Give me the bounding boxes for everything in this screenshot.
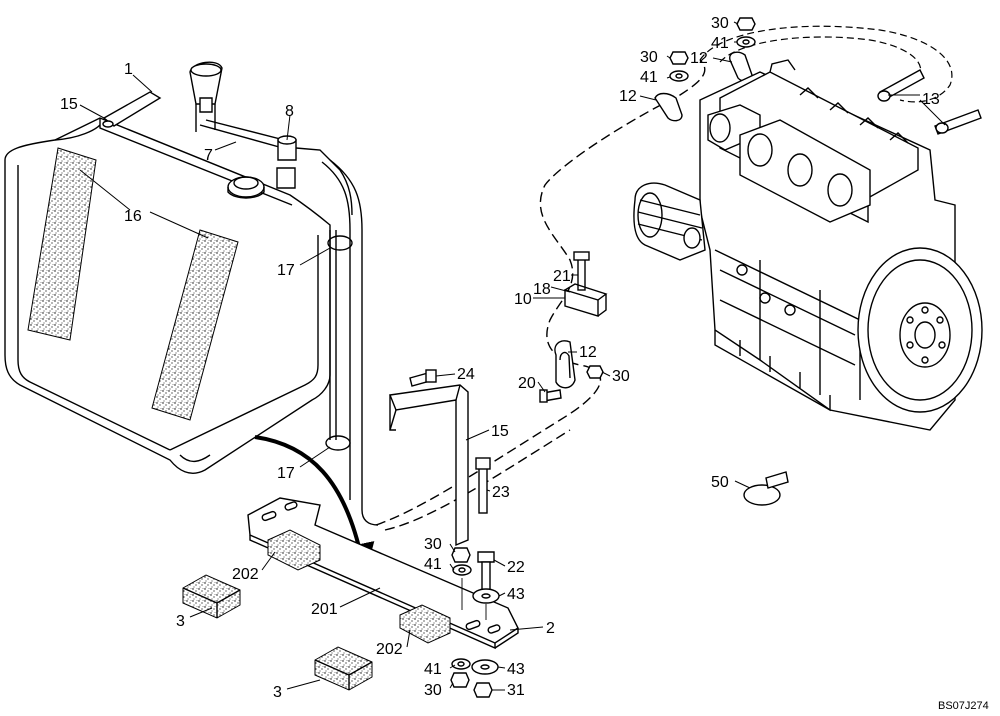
callout-31: 31 bbox=[507, 682, 525, 699]
callout-17-upper: 17 bbox=[277, 262, 295, 279]
callout-24: 24 bbox=[457, 366, 475, 383]
rubber-pad-3-lower-edge bbox=[314, 659, 373, 690]
rubber-pad-3-upper-edge bbox=[182, 587, 241, 618]
callout-43-b: 43 bbox=[507, 661, 525, 678]
callout-20: 20 bbox=[518, 375, 536, 392]
callout-202-a: 202 bbox=[232, 566, 259, 583]
callout-1: 1 bbox=[124, 61, 133, 78]
callout-21: 21 bbox=[553, 268, 571, 285]
callout-22: 22 bbox=[507, 559, 525, 576]
bolt-23-head bbox=[475, 457, 491, 470]
callout-15-strap: 15 bbox=[60, 96, 78, 113]
leak-off-route bbox=[699, 25, 953, 103]
base-plate bbox=[247, 497, 519, 650]
fuel-route-dashed bbox=[375, 59, 706, 526]
callout-3-a: 3 bbox=[176, 613, 185, 630]
callout-15-bracket: 15 bbox=[491, 423, 509, 440]
callout-30-c: 30 bbox=[612, 368, 630, 385]
callout-labels: 1 15 7 8 16 17 17 24 15 23 30 41 22 43 2… bbox=[60, 15, 989, 712]
callout-30-b: 30 bbox=[424, 682, 442, 699]
callout-23: 23 bbox=[492, 484, 510, 501]
pad-202-upper bbox=[267, 529, 321, 571]
engine bbox=[633, 59, 983, 431]
callout-3-b: 3 bbox=[273, 684, 282, 701]
pad-202-lower bbox=[399, 604, 451, 644]
callout-18: 18 bbox=[533, 281, 551, 298]
callout-41-c: 41 bbox=[711, 35, 729, 52]
foam-pad-left bbox=[27, 147, 97, 341]
tank-bracket bbox=[389, 384, 469, 547]
foam-pad-right bbox=[151, 229, 239, 421]
fuel-line-c bbox=[329, 230, 337, 440]
hose-clip-lower bbox=[325, 435, 351, 451]
bolt-24-head bbox=[425, 369, 437, 383]
return-route-dashed bbox=[384, 429, 571, 531]
leader-lines bbox=[79, 21, 946, 691]
callout-43-a: 43 bbox=[507, 586, 525, 603]
callout-41-a: 41 bbox=[424, 556, 442, 573]
callout-50: 50 bbox=[711, 474, 729, 491]
callout-202-b: 202 bbox=[376, 641, 403, 658]
fuel-line-b bbox=[321, 161, 351, 500]
callout-30-d: 30 bbox=[711, 15, 729, 32]
callout-8: 8 bbox=[285, 103, 294, 120]
callout-41-b: 41 bbox=[424, 661, 442, 678]
callout-16: 16 bbox=[124, 208, 142, 225]
fuel-line-a bbox=[329, 159, 379, 526]
rubber-pad-3-lower bbox=[314, 646, 373, 691]
cable-tie-50 bbox=[743, 471, 789, 506]
callout-201: 201 bbox=[311, 601, 338, 618]
callout-12-clamp: 12 bbox=[579, 344, 597, 361]
rubber-pad-3-upper bbox=[182, 574, 241, 619]
callout-12-top: 12 bbox=[690, 50, 708, 67]
callout-7: 7 bbox=[204, 147, 213, 164]
callout-13: 13 bbox=[922, 91, 940, 108]
callout-41-d: 41 bbox=[640, 69, 658, 86]
callout-17-lower: 17 bbox=[277, 465, 295, 482]
callout-10: 10 bbox=[514, 291, 532, 308]
leak-off-route-inner bbox=[719, 36, 922, 76]
drawing-code: BS07J274 bbox=[938, 700, 989, 712]
callout-2: 2 bbox=[546, 620, 555, 637]
callout-30-a: 30 bbox=[424, 536, 442, 553]
clamp-assembly bbox=[539, 251, 608, 403]
bolt-23 bbox=[478, 467, 488, 514]
callout-12-left: 12 bbox=[619, 88, 637, 105]
direction-arrow bbox=[254, 435, 375, 576]
callout-30-e: 30 bbox=[640, 49, 658, 66]
hose-clip-upper bbox=[327, 235, 353, 251]
breather-pipe bbox=[189, 61, 293, 151]
